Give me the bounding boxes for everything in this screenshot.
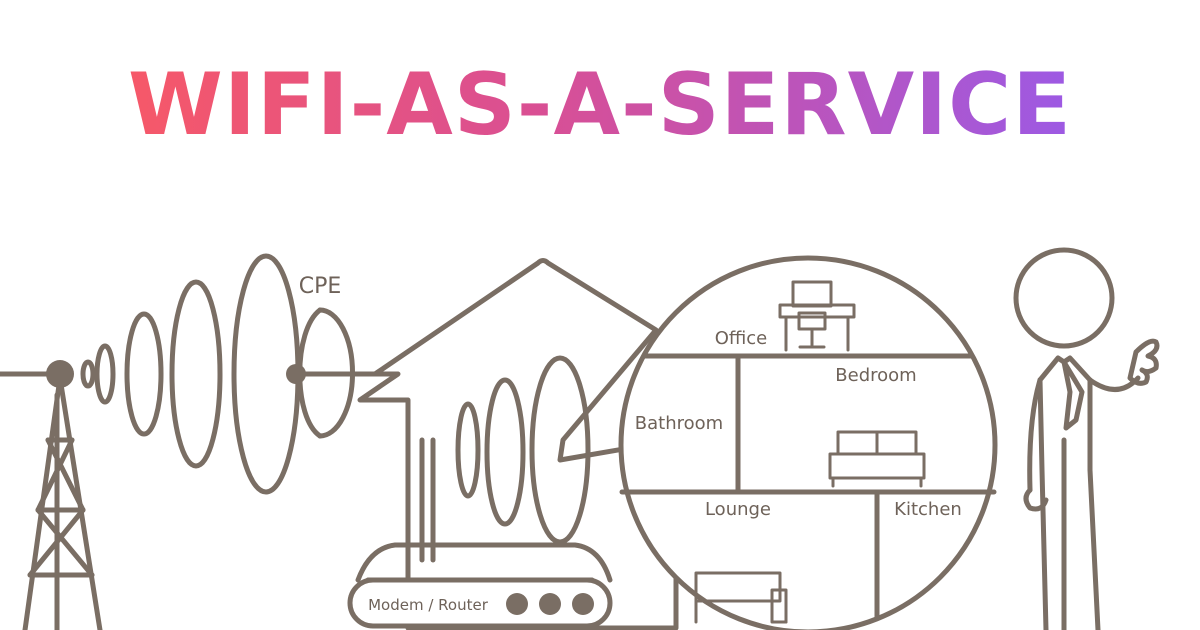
kitchen-label: Kitchen <box>894 499 962 520</box>
floor-plan <box>618 255 998 630</box>
cpe-label: CPE <box>299 274 342 299</box>
tower-head <box>46 360 74 388</box>
router-light <box>539 593 561 615</box>
modem-router <box>347 542 613 629</box>
person-figure <box>1013 247 1160 630</box>
bedroom-label: Bedroom <box>835 365 916 386</box>
router-antenna <box>419 437 436 563</box>
signal-waves-tower <box>80 253 301 495</box>
router-light <box>506 593 528 615</box>
bathroom-label: Bathroom <box>635 413 723 434</box>
cpe-mount <box>286 364 306 384</box>
cpe-dish <box>293 307 378 439</box>
router-light <box>572 593 594 615</box>
router-lights <box>506 593 594 615</box>
desk-icon <box>778 280 856 352</box>
sofa-icon <box>694 571 788 624</box>
house-outline <box>357 258 679 630</box>
cell-tower <box>22 375 103 630</box>
bed-icon <box>828 430 926 488</box>
lounge-label: Lounge <box>705 499 771 520</box>
modem-router-label: Modem / Router <box>368 596 489 614</box>
office-label: Office <box>715 328 768 349</box>
signal-waves-router <box>455 355 591 545</box>
page-title: WIFI-AS-A-SERVICE <box>0 62 1200 148</box>
